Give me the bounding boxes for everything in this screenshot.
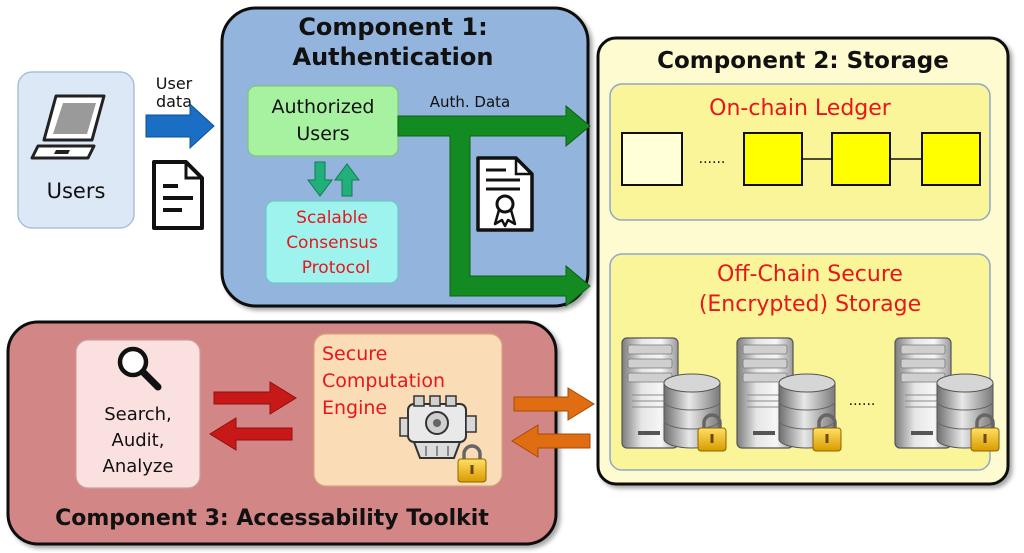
search-line2: Audit, [112, 430, 165, 451]
user-data-label-line1: User [156, 74, 193, 93]
auth-data-label: Auth. Data [430, 93, 511, 111]
engine-line3: Engine [322, 397, 387, 419]
ledger-block-1 [743, 132, 803, 186]
offchain-title-line1: Off-Chain Secure [717, 262, 903, 287]
search-audit-box [75, 339, 201, 489]
component1-title-line1: Component 1: [298, 13, 487, 41]
consensus-up-arrow [334, 163, 360, 197]
engine-line2: Computation [322, 370, 445, 392]
document-icon [152, 160, 204, 230]
user-data-arrow [145, 102, 215, 150]
component3-title: Component 3: Accessability Toolkit [55, 506, 489, 531]
search-line3: Analyze [103, 456, 174, 477]
certificate-icon [476, 156, 534, 232]
ledger-block-3 [921, 132, 981, 186]
response-arrow [209, 417, 293, 451]
onchain-ledger-title: On-chain Ledger [709, 96, 892, 121]
user-data-label-line2: data [156, 92, 192, 111]
engine-line1: Secure [322, 343, 387, 365]
users-label: Users [47, 179, 106, 203]
consensus-down-arrow [307, 161, 333, 197]
engine-icon [399, 395, 477, 459]
consensus-protocol-box [265, 200, 399, 284]
consensus-line3: Protocol [302, 258, 371, 278]
auth-data-arrow-to-ledger [397, 104, 591, 308]
consensus-line2: Consensus [286, 233, 378, 253]
component2-title: Component 2: Storage [657, 48, 949, 74]
search-line1: Search, [104, 404, 172, 425]
authorized-users-line1: Authorized [272, 96, 375, 118]
laptop-icon [30, 94, 106, 160]
component1-title-line2: Authentication [293, 43, 494, 71]
storage-ellipsis: ...... [849, 393, 876, 409]
magnifier-icon [117, 346, 162, 391]
ledger-block-2 [831, 132, 891, 186]
ledger-ellipsis: ...... [699, 151, 726, 167]
authorized-users-line2: Users [296, 123, 349, 145]
genesis-block [621, 132, 683, 186]
request-arrow [213, 381, 297, 415]
from-storage-arrow [511, 424, 591, 458]
consensus-line1: Scalable [296, 208, 368, 228]
offchain-title-line2: (Encrypted) Storage [699, 292, 921, 317]
to-storage-arrow [513, 387, 595, 421]
